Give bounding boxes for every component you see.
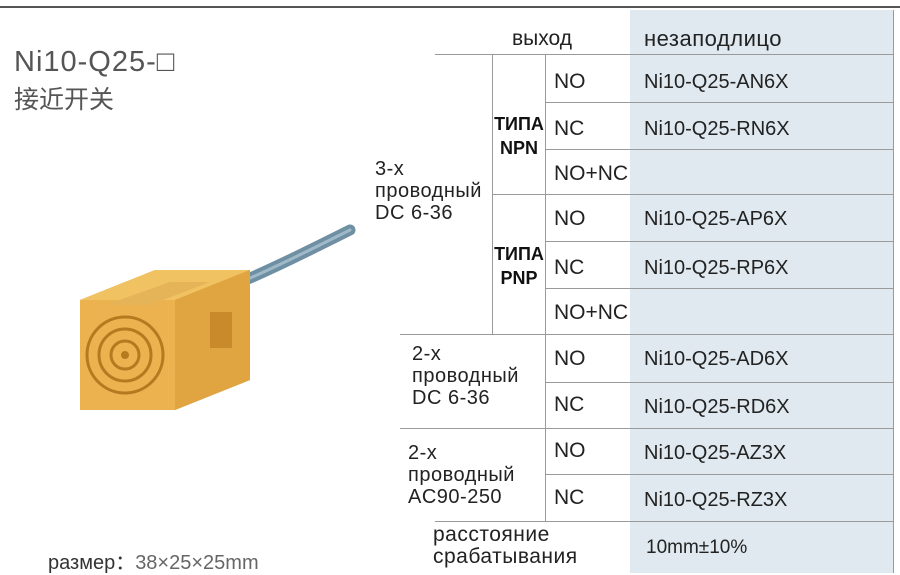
type-line: PNP — [500, 268, 538, 288]
sensor-label-area — [105, 282, 210, 305]
group-line: 2-х — [408, 442, 438, 464]
group-line: проводный — [412, 365, 519, 387]
group-2wire-ac: 2-х проводный AC90-250 — [408, 442, 515, 508]
row-rule — [545, 382, 893, 383]
distance-label: расстояние срабатывания — [433, 524, 578, 568]
page-title: Ni10-Q25-□ — [14, 46, 176, 78]
row-model: Ni10-Q25-RP6X — [644, 257, 789, 279]
row-rule — [492, 194, 893, 195]
size-caption: размер：38×25×25mm — [48, 546, 259, 575]
row-rule — [545, 241, 893, 242]
sensor-ring-inner — [109, 339, 141, 371]
row-model: Ni10-Q25-AN6X — [644, 71, 789, 93]
page-subtitle: 接近开关 — [14, 85, 115, 114]
group-3wire-dc: 3-х проводный DC 6-36 — [375, 158, 482, 224]
header-output: выход — [512, 27, 572, 50]
row-output: NO+NC — [554, 162, 629, 185]
row-output: NO+NC — [554, 301, 629, 324]
distance-line: расстояние — [433, 523, 550, 546]
top-rule — [0, 6, 900, 8]
row-model: Ni10-Q25-AZ3X — [644, 442, 787, 464]
sensor-ring-center — [121, 351, 129, 359]
sensor-cable-port — [210, 312, 232, 348]
distance-value: 10mm±10% — [646, 537, 748, 558]
row-rule — [545, 102, 893, 103]
distance-line: срабатывания — [433, 545, 578, 568]
group-line: AC90-250 — [408, 486, 503, 508]
group-line: DC 6-36 — [412, 387, 490, 409]
group-line: DC 6-36 — [375, 202, 453, 224]
row-output: NO — [554, 207, 586, 230]
type-line: NPN — [499, 138, 538, 158]
row-model: Ni10-Q25-RZ3X — [644, 489, 788, 511]
row-output: NC — [554, 256, 585, 279]
group-line: проводный — [408, 464, 515, 486]
sensor-ring-outer — [85, 315, 165, 395]
row-rule — [435, 521, 893, 522]
row-rule — [545, 149, 893, 150]
row-rule — [545, 474, 893, 475]
group-line: 3-х — [375, 158, 405, 180]
output-column-rule — [545, 54, 546, 521]
row-output: NO — [554, 347, 586, 370]
type-line: ТИПА — [494, 244, 544, 264]
row-rule — [545, 288, 893, 289]
row-output: NC — [554, 486, 585, 509]
header-flush: незаподлицо — [644, 26, 782, 51]
group-line: проводный — [375, 180, 482, 202]
row-model: Ni10-Q25-RN6X — [644, 118, 790, 140]
row-output: NO — [554, 70, 586, 93]
group-2wire-dc: 2-х проводный DC 6-36 — [412, 343, 519, 409]
type-line: ТИПА — [494, 114, 544, 134]
row-output: NC — [554, 393, 585, 416]
row-rule — [400, 428, 893, 429]
proximity-sensor-image — [80, 224, 356, 410]
row-model: Ni10-Q25-AP6X — [644, 208, 788, 230]
type-npn: ТИПА NPN — [488, 112, 550, 160]
header-rule — [435, 54, 893, 55]
size-value: 38×25×25mm — [135, 552, 259, 574]
right-rule — [893, 10, 894, 573]
size-label: размер： — [48, 552, 136, 574]
type-pnp: ТИПА PNP — [488, 242, 550, 290]
row-output: NO — [554, 439, 586, 462]
row-rule — [400, 334, 893, 335]
row-model: Ni10-Q25-AD6X — [644, 348, 789, 370]
sensor-ring-middle — [97, 327, 153, 383]
group-line: 2-х — [412, 343, 442, 365]
row-output: NC — [554, 117, 585, 140]
row-model: Ni10-Q25-RD6X — [644, 396, 790, 418]
model-column-shade — [630, 10, 893, 573]
